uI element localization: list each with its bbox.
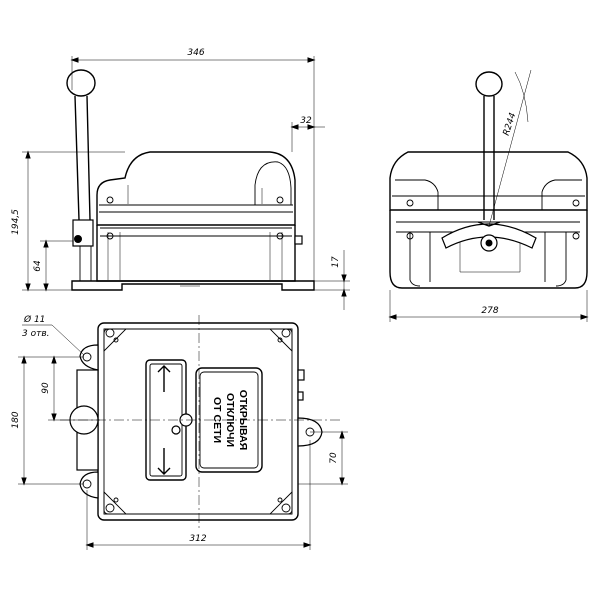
dim-90: 90 — [41, 382, 51, 394]
corner-bolt-bl — [105, 503, 115, 513]
mount-ear-left-top — [79, 344, 99, 371]
lever-ball-front — [66, 69, 96, 97]
dim-180: 180 — [11, 411, 21, 428]
top-body — [97, 322, 299, 521]
corner-bolt-br — [281, 503, 291, 513]
dim-hole-count: 3 отв. — [22, 329, 50, 339]
front-view — [66, 69, 315, 291]
lever-rod-front — [74, 95, 91, 221]
dim-64: 64 — [33, 260, 43, 272]
side-lower-housing — [389, 210, 588, 289]
corner-bolt-tl — [105, 328, 115, 338]
dim-32: 32 — [300, 116, 312, 126]
front-base — [71, 280, 315, 291]
side-cover — [389, 151, 588, 211]
dim-346: 346 — [187, 48, 204, 58]
front-cover — [96, 151, 296, 226]
dim-70: 70 — [329, 452, 339, 464]
dim-17: 17 — [331, 256, 341, 268]
lever-ball-side — [475, 71, 503, 97]
dim-278: 278 — [481, 306, 498, 316]
dim-312: 312 — [189, 534, 206, 544]
front-lower-housing — [96, 225, 296, 282]
lever-rod-side — [483, 96, 495, 220]
dim-r244: R244 — [502, 111, 519, 137]
dim-194-5: 194,5 — [11, 209, 21, 235]
side-view — [389, 69, 588, 289]
corner-bolt-tr — [281, 328, 291, 338]
top-view: ОТКРЫВАЯ ОТКЛЮЧИ ОТ СЕТИ — [69, 322, 323, 521]
dim-hole-diameter: Ø 11 — [23, 314, 45, 325]
